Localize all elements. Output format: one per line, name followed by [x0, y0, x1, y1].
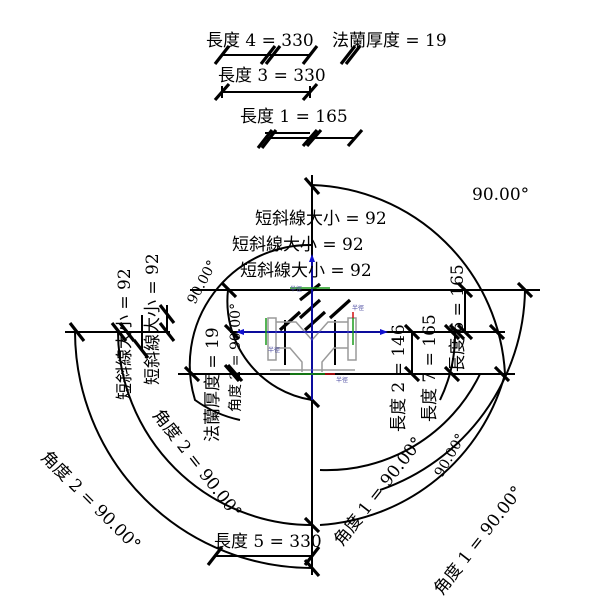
dimension-length4[interactable]	[213, 45, 362, 65]
dimension-length5[interactable]	[206, 546, 321, 566]
angle2-arc-a[interactable]	[117, 331, 313, 526]
tick-size-marks[interactable]	[278, 282, 352, 365]
label-angle-right-small[interactable]: 90.00°	[432, 431, 469, 480]
angle2-arc-inner[interactable]	[226, 289, 313, 401]
label-angle-top-right[interactable]: 90.00°	[472, 185, 529, 205]
label-flange-thickness-side[interactable]: 法蘭厚度 = 19	[203, 327, 223, 442]
label-angle1[interactable]: 角度 1 = 90.00°	[430, 482, 527, 599]
label-angle2-arc[interactable]: 角度 2 = 90.00°	[36, 447, 144, 555]
label-angle2-inner[interactable]: 角度 2 = 90.00°	[228, 303, 244, 412]
label-tick-size-left[interactable]: 短斜線大小 = 92	[143, 253, 163, 385]
label-length1[interactable]: 長度 1 = 165	[240, 107, 348, 127]
dimension-ticks-right[interactable]	[403, 281, 534, 383]
angle1-arc-b[interactable]	[379, 289, 526, 491]
angle-arc-left-inner[interactable]	[188, 243, 313, 421]
label-tick-size-left[interactable]: 短斜線大小 = 92	[115, 268, 135, 400]
radius-label[interactable]: 半徑	[352, 304, 364, 312]
label-angle1[interactable]: 角度 1 = 90.00°	[330, 433, 427, 550]
label-length4[interactable]: 長度 4 = 330	[206, 31, 314, 51]
angle2-arc-b[interactable]	[74, 331, 313, 569]
dimension-length3[interactable]	[213, 82, 319, 102]
radius-label[interactable]: 半徑	[290, 285, 302, 293]
label-tick-size[interactable]: 短斜線大小 = 92	[240, 261, 372, 281]
angle-arc-outer-right[interactable]	[311, 184, 507, 526]
label-angle2-arc[interactable]: 角度 2 = 90.00°	[148, 406, 245, 523]
label-length7[interactable]: 長度 7 = 165	[420, 314, 440, 422]
label-angle-small[interactable]: 90.00°	[184, 258, 220, 307]
label-flange-thickness-top[interactable]: 法蘭厚度 = 19	[332, 31, 447, 51]
dimension-length1[interactable]	[256, 128, 364, 149]
label-length6[interactable]: 長度 6 = 165	[448, 264, 468, 372]
label-length5[interactable]: 長度 5 = 330	[214, 532, 322, 552]
radius-label[interactable]: 半徑	[268, 346, 280, 354]
label-tick-size[interactable]: 短斜線大小 = 92	[232, 235, 364, 255]
label-tick-size[interactable]: 短斜線大小 = 92	[255, 209, 387, 229]
label-length2[interactable]: 長度 2 = 146	[389, 324, 409, 432]
origin-axes	[236, 254, 388, 400]
label-length3[interactable]: 長度 3 = 330	[218, 66, 326, 86]
angle1-arc-a[interactable]	[319, 373, 481, 472]
radius-label[interactable]: 半徑	[336, 376, 348, 384]
